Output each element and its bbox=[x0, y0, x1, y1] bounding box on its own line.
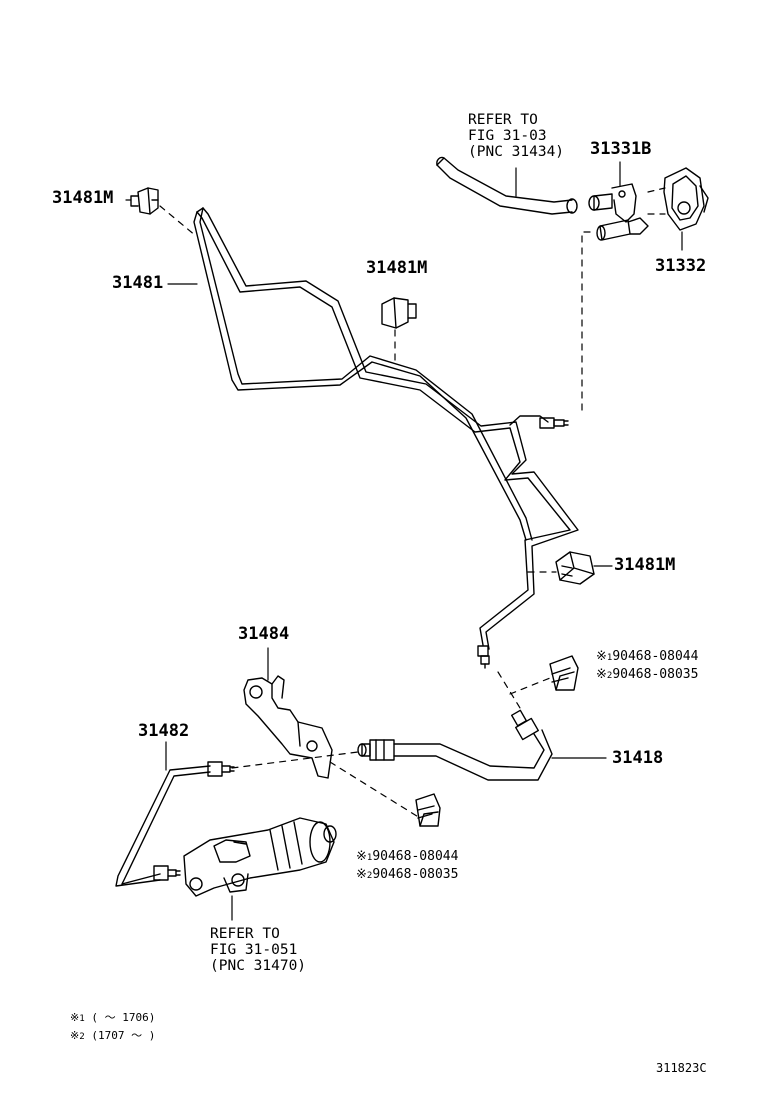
reference-upper-line-1: REFER TO bbox=[468, 112, 538, 128]
note-text: ( ～ 1706) bbox=[91, 1011, 156, 1024]
gasket-31332 bbox=[663, 167, 709, 231]
note-text: (1707 ～ ) bbox=[91, 1029, 156, 1042]
label-31481m-right: 31481M bbox=[614, 555, 676, 575]
label-31482: 31482 bbox=[138, 721, 190, 741]
clip-part-number: 90468-08035 bbox=[372, 867, 459, 882]
label-31481: 31481 bbox=[112, 273, 164, 293]
note-mark: ※ bbox=[596, 649, 607, 664]
reference-lower-line-3: (PNC 31470) bbox=[210, 958, 307, 974]
clip-right-option-2: ※290468-08035 bbox=[596, 668, 698, 681]
reference-upper: REFER TO FIG 31-03 (PNC 31434) bbox=[468, 112, 564, 160]
reference-lower-line-1: REFER TO bbox=[210, 926, 280, 942]
release-cylinder bbox=[183, 817, 337, 897]
leader-lines bbox=[125, 161, 683, 921]
note-sub: 1 bbox=[366, 853, 373, 863]
clip-right bbox=[555, 551, 595, 585]
note-mark: ※ bbox=[596, 667, 607, 682]
figure-id: 311823C bbox=[656, 1061, 707, 1075]
clip-part-number: 90468-08035 bbox=[612, 667, 699, 682]
label-31481m-middle: 31481M bbox=[366, 258, 428, 278]
label-31418: 31418 bbox=[612, 748, 664, 768]
reference-lower: REFER TO FIG 31-051 (PNC 31470) bbox=[210, 926, 306, 974]
footnote-1: ※1 ( ～ 1706) bbox=[70, 1012, 155, 1023]
footnote-2: ※2 (1707 ～ ) bbox=[70, 1030, 155, 1041]
label-31331b: 31331B bbox=[590, 139, 652, 159]
clip-lower-option-2: ※290468-08035 bbox=[356, 868, 458, 881]
note-mark: ※ bbox=[356, 867, 367, 882]
note-sub: 1 bbox=[606, 653, 613, 663]
reference-upper-line-2: FIG 31-03 bbox=[468, 128, 547, 144]
hose-upper-reference bbox=[436, 156, 578, 215]
clip-right-option-1: ※190468-08044 bbox=[596, 650, 698, 663]
union-31331b bbox=[588, 183, 649, 241]
clip-part-number: 90468-08044 bbox=[612, 649, 699, 664]
clip-lower-option-1: ※190468-08044 bbox=[356, 850, 458, 863]
label-31484: 31484 bbox=[238, 624, 290, 644]
note-sub: 2 bbox=[79, 1031, 85, 1042]
label-31481m-top-left: 31481M bbox=[52, 188, 114, 208]
reference-upper-line-3: (PNC 31434) bbox=[468, 144, 565, 160]
reference-lower-line-2: FIG 31-051 bbox=[210, 942, 298, 958]
clip-top-left bbox=[130, 187, 159, 215]
note-sub: 2 bbox=[366, 871, 373, 881]
clip-90468-lower bbox=[415, 793, 441, 827]
clutch-tube-lower bbox=[115, 761, 235, 887]
bracket-31484 bbox=[243, 675, 333, 779]
clip-part-number: 90468-08044 bbox=[372, 849, 459, 864]
note-mark: ※ bbox=[356, 849, 367, 864]
note-mark: ※ bbox=[70, 1029, 80, 1042]
clip-90468-right bbox=[549, 655, 579, 691]
clip-middle bbox=[381, 297, 417, 329]
note-mark: ※ bbox=[70, 1011, 80, 1024]
label-31332: 31332 bbox=[655, 256, 707, 276]
clutch-tube-upper bbox=[193, 207, 579, 669]
note-sub: 1 bbox=[79, 1013, 85, 1024]
clutch-hose-31418 bbox=[357, 709, 553, 781]
dashed-leaders bbox=[159, 187, 666, 819]
note-sub: 2 bbox=[606, 671, 613, 681]
